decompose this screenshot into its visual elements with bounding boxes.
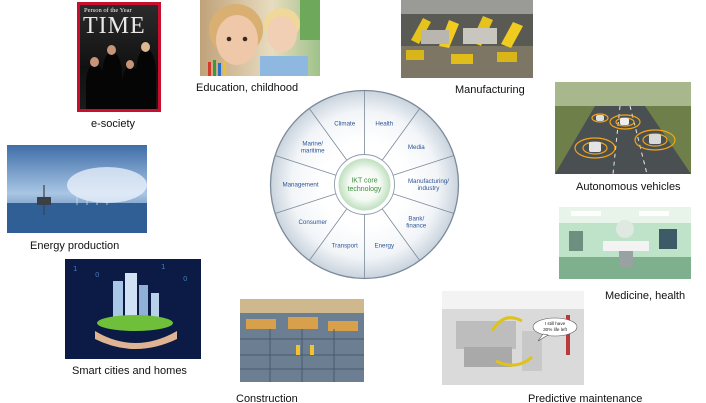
caption-medicine: Medicine, health xyxy=(605,290,686,302)
segment-label: Consumer xyxy=(298,219,327,226)
segment-label: Energy xyxy=(374,242,395,249)
segment-label: Manufacturing/ xyxy=(408,178,449,185)
segment-divider xyxy=(274,193,337,214)
segment-label: Health xyxy=(375,121,393,128)
time-cover-tagline: Person of the Year xyxy=(84,7,132,14)
caption-e-society: e-society xyxy=(91,118,136,130)
caption-energy-production: Energy production xyxy=(30,240,120,252)
construction-image xyxy=(240,299,364,382)
caption-construction: Construction xyxy=(236,393,298,403)
segment-label: Bank/ xyxy=(408,216,424,223)
speech-bubble: I still have 30% life left xyxy=(532,317,578,342)
svg-text:0: 0 xyxy=(183,275,187,283)
svg-text:1: 1 xyxy=(73,265,77,273)
energy-production-image xyxy=(7,145,147,233)
segment-label: industry xyxy=(418,185,441,192)
segment-divider xyxy=(308,108,348,161)
autonomous-vehicles-image xyxy=(555,82,691,174)
bubble-line-2: 30% life left xyxy=(543,327,567,332)
segment-label: maritime xyxy=(301,147,325,154)
caption-education: Education, childhood xyxy=(196,82,299,94)
segment-labels: HealthMediaManufacturing/industryBank/fi… xyxy=(282,121,449,250)
bubble-line-1: I still have xyxy=(545,321,566,326)
caption-manufacturing: Manufacturing xyxy=(455,84,525,96)
segment-label: Media xyxy=(408,144,425,151)
segment-divider xyxy=(381,108,421,161)
segment-divider xyxy=(274,155,337,176)
predictive-maintenance-image: I still have 30% life left xyxy=(442,291,584,385)
segment-label: finance xyxy=(406,223,427,230)
ict-wheel-diagram: HealthMediaManufacturing/industryBank/fi… xyxy=(269,89,460,280)
core-circle xyxy=(338,158,391,211)
segment-label: Climate xyxy=(334,121,356,128)
medicine-image xyxy=(559,207,691,279)
segment-label: Marine/ xyxy=(302,140,323,147)
time-logo: TIME xyxy=(83,13,146,39)
segment-dividers xyxy=(274,90,455,279)
segment-label: Transport xyxy=(332,242,359,249)
segment-divider xyxy=(308,208,348,261)
segment-divider xyxy=(381,208,421,261)
caption-autonomous-vehicles: Autonomous vehicles xyxy=(576,181,681,193)
segment-divider xyxy=(392,155,455,176)
education-image xyxy=(200,0,320,76)
svg-text:0: 0 xyxy=(95,271,99,279)
svg-text:1: 1 xyxy=(161,263,165,271)
smart-cities-image: 1 0 1 0 xyxy=(65,259,201,359)
core-label-line-1: IKT core xyxy=(351,178,377,185)
caption-predictive-maintenance: Predictive maintenance xyxy=(528,393,643,403)
segment-divider xyxy=(392,193,455,214)
e-society-image: Person of the Year TIME xyxy=(77,2,161,112)
caption-smart-cities: Smart cities and homes xyxy=(72,365,187,377)
manufacturing-image xyxy=(401,0,533,78)
segment-label: Management xyxy=(282,182,318,189)
core-label-line-2: technology xyxy=(348,186,382,193)
